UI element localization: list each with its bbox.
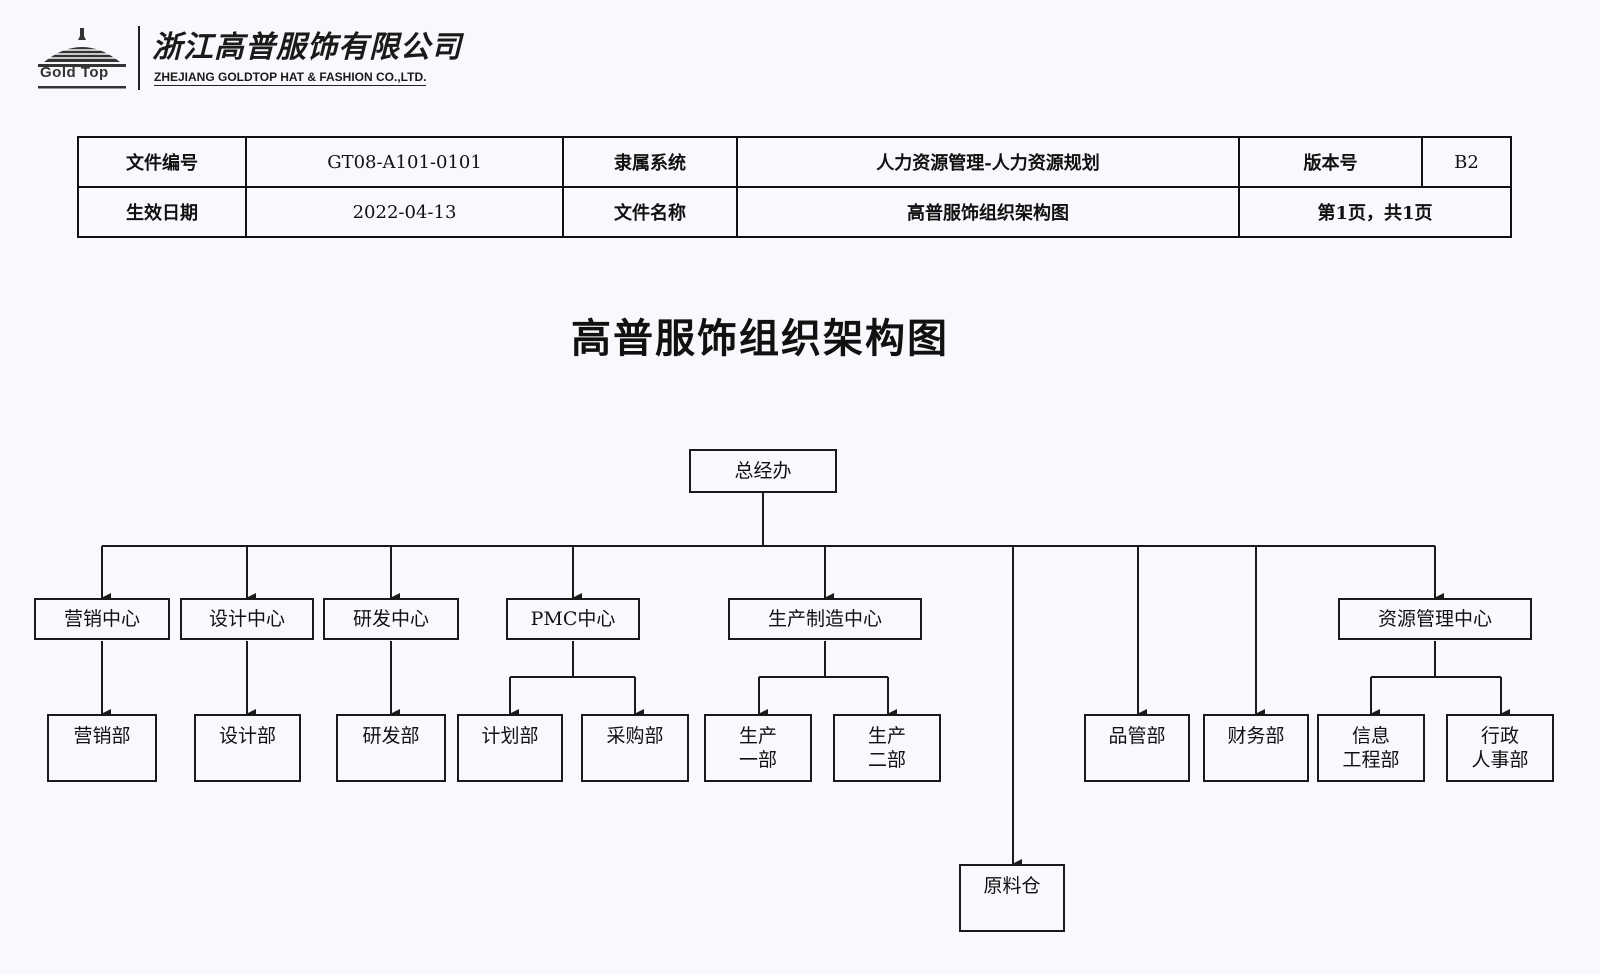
node-finance-dept-label: 财务部	[1227, 725, 1285, 747]
node-production-dept-1-label: 生产 一部	[739, 724, 777, 772]
name-value: 高普服饰组织架构图	[736, 186, 1240, 238]
node-pmc-center: PMC中心	[506, 598, 640, 640]
node-production-dept-1-line2: 一部	[738, 749, 777, 771]
system-value: 人力资源管理-人力资源规划	[736, 136, 1240, 188]
node-production-dept-2-line1: 生产	[867, 725, 906, 747]
name-label: 文件名称	[562, 186, 738, 238]
system-label: 隶属系统	[562, 136, 738, 188]
node-design-dept-label: 设计部	[218, 725, 276, 747]
node-design-center-label: 设计中心	[208, 608, 285, 630]
node-resource-center: 资源管理中心	[1338, 598, 1532, 640]
document-info-table: 文件编号 GT08-A101-0101 隶属系统 人力资源管理-人力资源规划 版…	[77, 136, 1512, 238]
node-quality-dept-label: 品管部	[1108, 725, 1166, 747]
node-production-dept-1-line1: 生产	[738, 725, 777, 747]
node-marketing-dept-label: 营销部	[73, 725, 131, 747]
info-row-2: 生效日期 2022-04-13 文件名称 高普服饰组织架构图 第1页，共1页	[77, 186, 1512, 238]
node-it-dept-line1: 信息	[1351, 725, 1390, 747]
node-marketing-center: 营销中心	[34, 598, 170, 640]
file-no-value: GT08-A101-0101	[245, 136, 564, 188]
version-value: B2	[1421, 136, 1512, 188]
node-raw-material-warehouse: 原料仓	[959, 864, 1065, 932]
node-production-dept-1: 生产 一部	[704, 714, 812, 782]
node-planning-dept: 计划部	[457, 714, 563, 782]
file-no-label: 文件编号	[77, 136, 247, 188]
node-design-dept: 设计部	[194, 714, 301, 782]
node-rd-center-label: 研发中心	[352, 608, 429, 630]
node-production-dept-2-line2: 二部	[867, 749, 906, 771]
node-pmc-center-label: PMC中心	[530, 608, 616, 630]
node-purchasing-dept: 采购部	[581, 714, 689, 782]
page-info: 第1页，共1页	[1238, 186, 1512, 238]
node-rd-center: 研发中心	[323, 598, 459, 640]
node-production-center: 生产制造中心	[728, 598, 922, 640]
node-production-dept-2: 生产 二部	[833, 714, 941, 782]
node-production-dept-2-label: 生产 二部	[868, 724, 906, 772]
node-resource-center-label: 资源管理中心	[1377, 608, 1492, 630]
node-purchasing-dept-label: 采购部	[606, 725, 664, 747]
node-production-center-label: 生产制造中心	[767, 608, 882, 630]
node-rd-dept-label: 研发部	[362, 725, 420, 747]
company-name-cn: 浙江高普服饰有限公司	[152, 30, 462, 65]
version-label: 版本号	[1238, 136, 1423, 188]
date-label: 生效日期	[77, 186, 247, 238]
node-rd-dept: 研发部	[336, 714, 446, 782]
company-name-en: ZHEJIANG GOLDTOP HAT & FASHION CO.,LTD.	[154, 70, 427, 86]
node-hr-dept: 行政 人事部	[1446, 714, 1554, 782]
node-hr-dept-line1: 行政	[1480, 725, 1519, 747]
node-marketing-dept: 营销部	[47, 714, 157, 782]
node-it-dept-line2: 工程部	[1342, 749, 1400, 771]
node-marketing-center-label: 营销中心	[63, 608, 140, 630]
node-planning-dept-label: 计划部	[481, 725, 539, 747]
node-quality-dept: 品管部	[1084, 714, 1190, 782]
node-raw-material-warehouse-label: 原料仓	[983, 875, 1041, 897]
node-general-office: 总经办	[689, 449, 837, 493]
info-row-1: 文件编号 GT08-A101-0101 隶属系统 人力资源管理-人力资源规划 版…	[77, 136, 1512, 188]
node-finance-dept: 财务部	[1203, 714, 1309, 782]
date-value: 2022-04-13	[245, 186, 564, 238]
node-it-dept-label: 信息 工程部	[1342, 724, 1399, 772]
node-hr-dept-line2: 人事部	[1471, 749, 1529, 771]
goldtop-logo-icon	[38, 28, 126, 89]
node-it-dept: 信息 工程部	[1317, 714, 1425, 782]
logo-text: Gold Top	[40, 64, 109, 81]
node-design-center: 设计中心	[180, 598, 314, 640]
logo-divider	[138, 26, 140, 90]
chart-title: 高普服饰组织架构图	[571, 315, 949, 362]
node-general-office-label: 总经办	[734, 460, 792, 482]
node-hr-dept-label: 行政 人事部	[1471, 724, 1528, 772]
company-logo-header: Gold Top 浙江高普服饰有限公司 ZHEJIANG GOLDTOP HAT…	[34, 22, 461, 92]
